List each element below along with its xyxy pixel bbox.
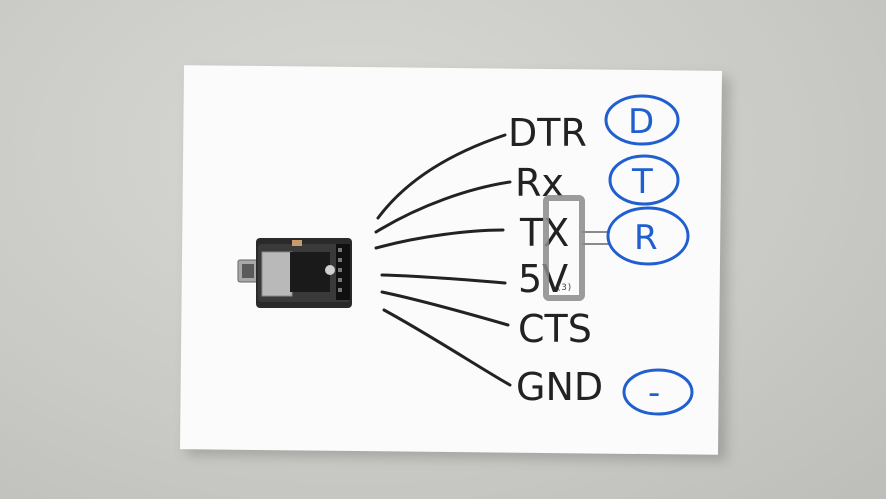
wire-dtr [376, 133, 507, 220]
usb-serial-adapter [237, 238, 352, 308]
wire-5v [380, 273, 507, 285]
mapping-letter-r: R [634, 218, 658, 258]
mapping-letter-t: T [631, 162, 653, 202]
wire-gnd [382, 308, 512, 387]
wire-cts [380, 290, 510, 327]
mapping-letter-d: D [628, 102, 654, 142]
mapping-letter-minus: - [648, 373, 660, 413]
circle-r [606, 206, 690, 266]
pin-label-cts: CTS [518, 307, 592, 351]
pin-label-gnd: GND [516, 365, 603, 409]
highlight-connector [582, 231, 610, 245]
highlight-box [543, 195, 585, 301]
circle-t [608, 154, 680, 206]
small-note: (3) [556, 283, 572, 293]
blue-circles [604, 94, 694, 416]
circle-d [604, 94, 680, 146]
wire-tx [374, 228, 505, 250]
wire-rx [374, 180, 512, 234]
wire-lines [374, 133, 512, 387]
pin-label-dtr: DTR [508, 111, 587, 155]
circle-minus [622, 368, 694, 416]
